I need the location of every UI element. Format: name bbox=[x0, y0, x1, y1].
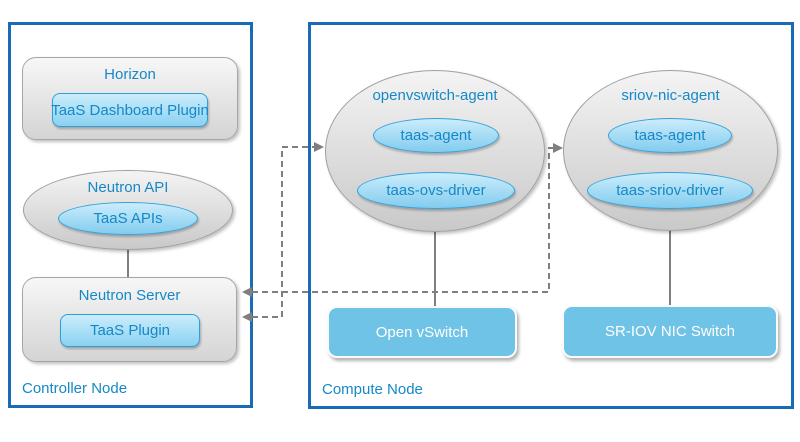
controller-node-box: Controller Node bbox=[8, 22, 253, 408]
taas-sriov-driver-ellipse: taas-sriov-driver bbox=[587, 172, 753, 209]
compute-node-label: Compute Node bbox=[322, 381, 423, 398]
horizon-title: Horizon bbox=[104, 66, 156, 83]
taas-plugin-box: TaaS Plugin bbox=[60, 314, 200, 347]
neutron-api-title: Neutron API bbox=[87, 179, 169, 196]
controller-node-label: Controller Node bbox=[22, 380, 128, 397]
open-vswitch-box: Open vSwitch bbox=[327, 306, 517, 358]
sriov-nic-agent-title: sriov-nic-agent bbox=[621, 87, 720, 104]
sriov-nic-switch-box: SR-IOV NIC Switch bbox=[562, 305, 778, 358]
neutron-server-title: Neutron Server bbox=[78, 287, 181, 304]
taas-apis-ellipse: TaaS APIs bbox=[58, 202, 198, 235]
openvswitch-agent-title: openvswitch-agent bbox=[372, 87, 498, 104]
taas-ovs-driver-ellipse: taas-ovs-driver bbox=[357, 172, 515, 209]
taas-agent-sriov-ellipse: taas-agent bbox=[608, 118, 732, 153]
taas-agent-ovs-ellipse: taas-agent bbox=[373, 118, 499, 153]
rpc-path-server-ovs-agent bbox=[252, 146, 314, 318]
taas-dashboard-plugin-box: TaaS Dashboard Plugin bbox=[51, 93, 209, 127]
neutron-server-box: Neutron Server bbox=[22, 277, 237, 362]
